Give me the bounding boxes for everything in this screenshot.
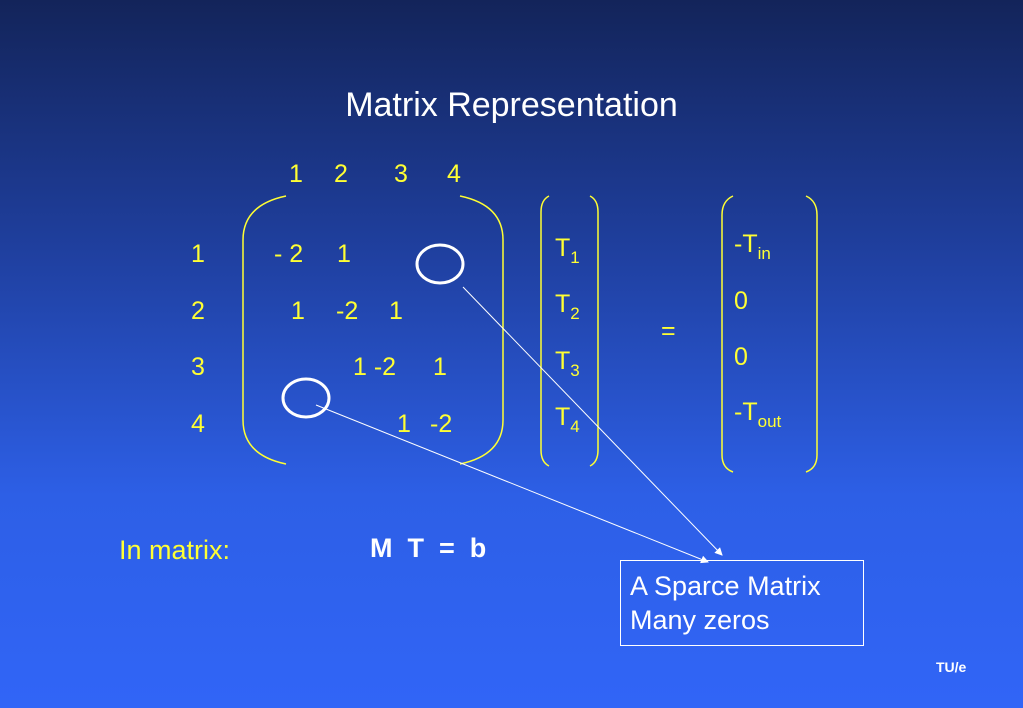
row-header: 4 (191, 410, 205, 438)
callout-line: Many zeros (630, 605, 770, 635)
matrix-entry: 1 (433, 353, 447, 381)
row-header: 3 (191, 353, 205, 381)
zero-highlight-circle (281, 377, 331, 419)
vector-entry: T4 (555, 403, 580, 436)
matrix-entry: - 2 (274, 240, 304, 268)
column-header: 3 (394, 160, 408, 188)
rhs-entry: -Tout (734, 398, 782, 431)
vector-entry: T3 (555, 347, 580, 380)
column-header: 2 (334, 160, 348, 188)
equation-formula: M T = b (370, 533, 487, 563)
matrix-entry: 1 -2 (353, 353, 397, 381)
sparse-matrix-callout: A Sparce Matrix Many zeros (620, 560, 864, 646)
callout-arrow (315, 404, 709, 564)
vector-entry: T1 (555, 234, 580, 267)
t-vector-right-bracket (589, 195, 599, 467)
row-header: 1 (191, 240, 205, 268)
vector-entry: T2 (555, 290, 580, 323)
callout-line: A Sparce Matrix (630, 571, 821, 601)
rhs-left-bracket (721, 195, 734, 473)
matrix-entry: -2 (336, 297, 359, 325)
rhs-entry: 0 (734, 343, 748, 371)
row-header: 2 (191, 297, 205, 325)
matrix-entry: 1 (337, 240, 351, 268)
rhs-entry: 0 (734, 287, 748, 315)
matrix-entry: 1 (397, 410, 411, 438)
matrix-left-bracket (242, 195, 287, 465)
rhs-right-bracket (805, 195, 818, 473)
matrix-entry: -2 (430, 410, 453, 438)
slide-title: Matrix Representation (345, 86, 678, 124)
matrix-entry: 1 (291, 297, 305, 325)
zero-highlight-circle (415, 243, 465, 285)
column-header: 1 (289, 160, 303, 188)
matrix-right-bracket (459, 195, 504, 465)
t-vector-left-bracket (540, 195, 550, 467)
tue-logo: TU/e (936, 659, 967, 675)
column-header: 4 (447, 160, 461, 188)
equation-label: In matrix: (119, 535, 231, 565)
matrix-entry: 1 (389, 297, 403, 325)
callout-arrow (462, 286, 723, 556)
rhs-entry: -Tin (734, 230, 771, 263)
equals-sign: = (661, 317, 676, 345)
